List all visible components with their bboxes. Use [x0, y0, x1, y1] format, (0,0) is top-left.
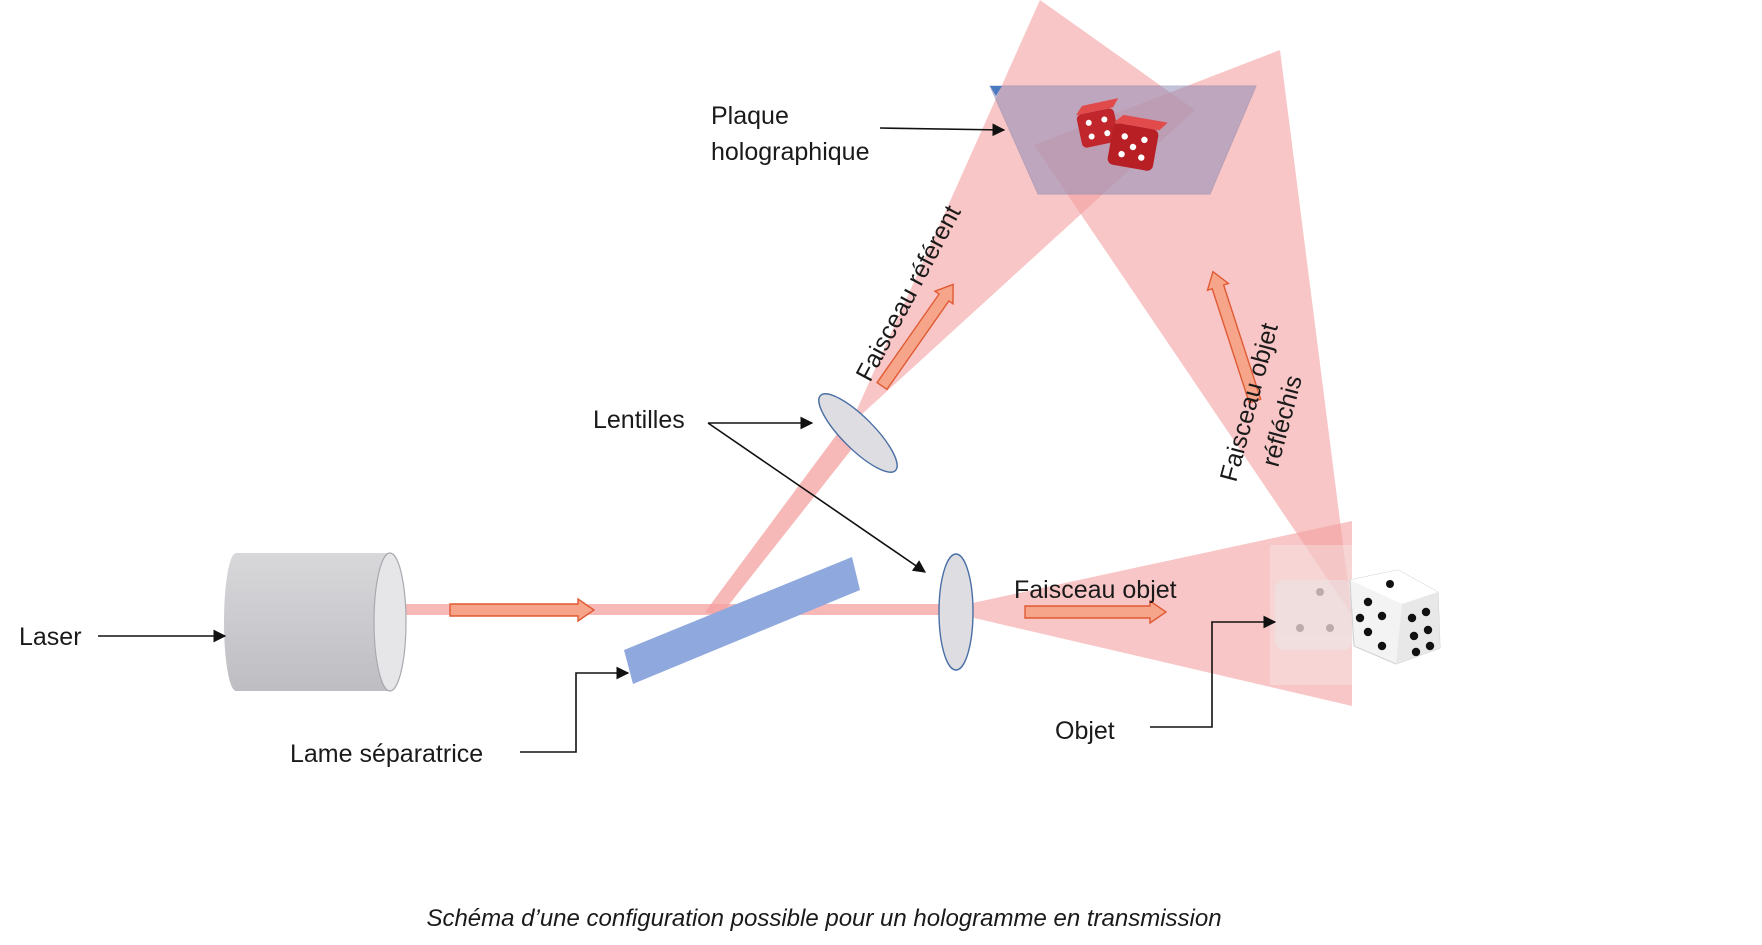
plate-leader — [879, 123, 1006, 137]
beam-splitter — [624, 557, 860, 684]
plate-label-line1: Plaque — [711, 102, 789, 130]
object-beam-label: Faisceau objet — [1014, 576, 1177, 604]
transmitted-beam — [715, 604, 940, 615]
upper-lens — [818, 393, 898, 473]
lower-lens-leader — [707, 422, 927, 573]
beam-splitter-leader — [520, 666, 630, 753]
white-dice-icon — [1270, 545, 1441, 685]
leader-lines — [98, 123, 1277, 753]
lower-lens — [938, 553, 974, 671]
reflected-direction-arrow — [1206, 270, 1262, 404]
reference-beam-narrow — [705, 422, 866, 616]
red-dice-icon — [1075, 98, 1168, 171]
reference-direction-arrow — [876, 283, 954, 391]
beam-splitter-label: Lame séparatrice — [290, 740, 483, 768]
lenses-label: Lentilles — [593, 406, 685, 434]
holographic-plate — [989, 85, 1257, 195]
object-label: Objet — [1055, 717, 1115, 745]
laser-label: Laser — [19, 623, 82, 651]
laser-device — [224, 552, 407, 692]
laser-direction-arrow — [449, 597, 596, 623]
figure-caption: Schéma d’une configuration possible pour… — [426, 905, 1221, 932]
object-direction-arrow — [1024, 599, 1168, 625]
plate-label-line2: holographique — [711, 138, 869, 166]
object-leader — [1150, 615, 1277, 728]
beam-direction-arrows — [449, 270, 1262, 625]
